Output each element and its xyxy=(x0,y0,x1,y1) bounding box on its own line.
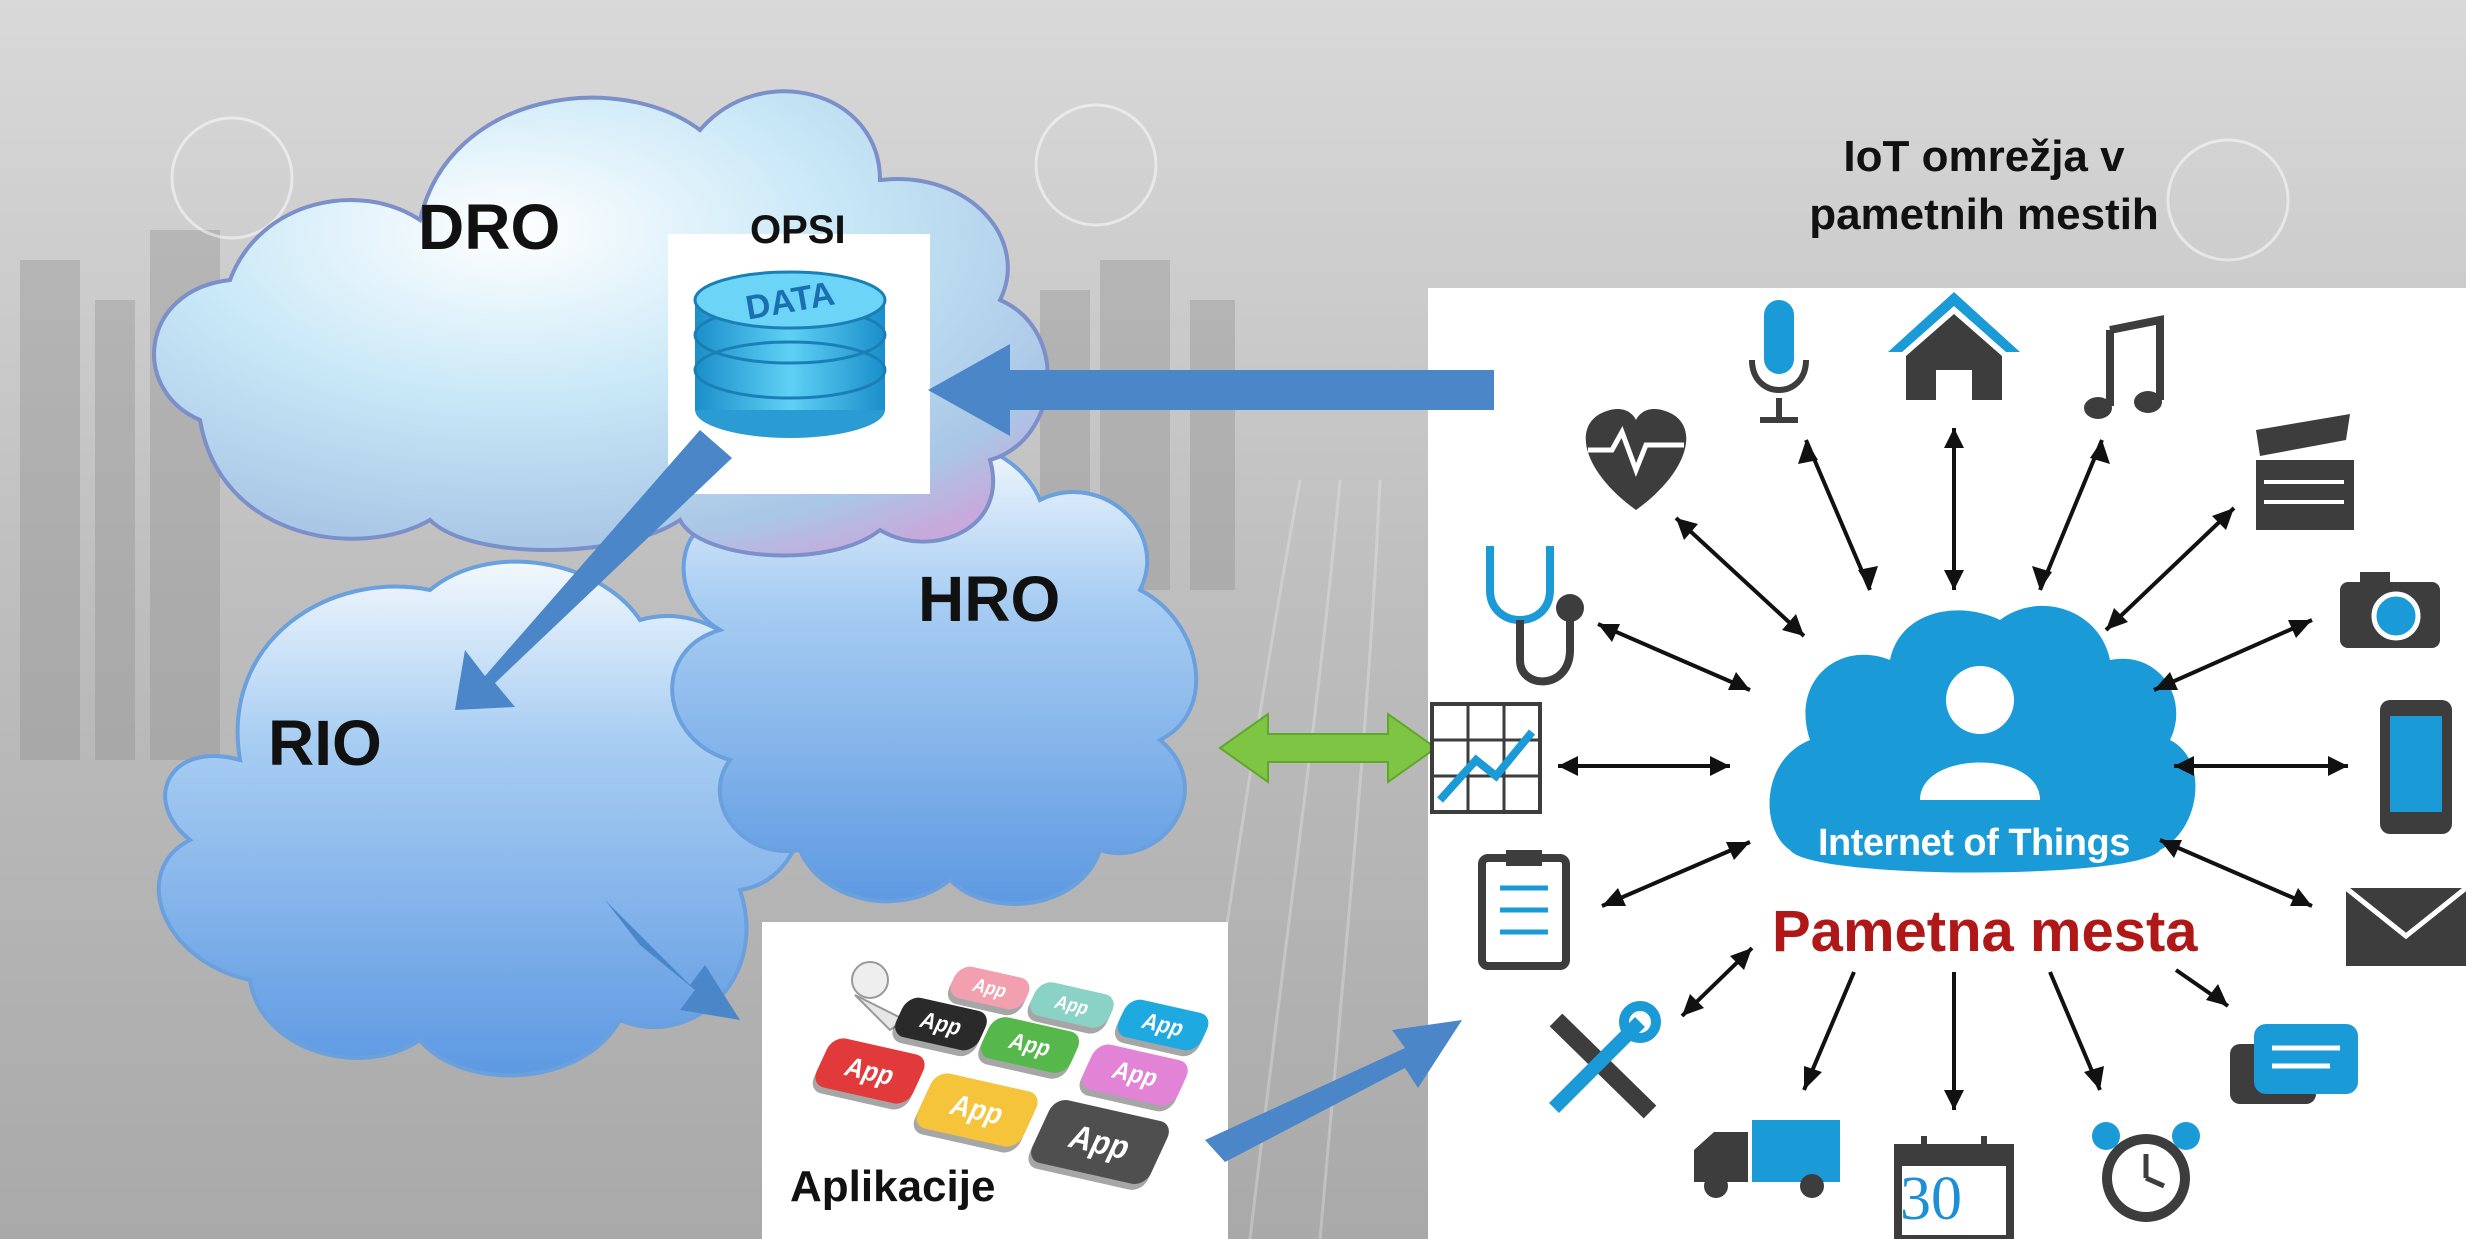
arrow-opsi-to-rio xyxy=(455,430,732,710)
arrow-iot-to-opsi xyxy=(928,344,1494,436)
envelope-icon xyxy=(2344,886,2466,966)
chat-icon xyxy=(2230,1024,2358,1104)
aplikacije-label: Aplikacije xyxy=(790,1162,996,1211)
clapperboard-icon xyxy=(2256,414,2354,530)
opsi-label: OPSI xyxy=(750,208,846,252)
camera-icon xyxy=(2340,572,2440,648)
rio-label: RIO xyxy=(268,707,382,779)
dro-label: DRO xyxy=(418,191,561,263)
calendar-icon xyxy=(1894,1136,2014,1239)
calendar-day-label: 30 xyxy=(1900,1165,1962,1233)
arrow-apps-to-iot xyxy=(1205,1020,1462,1162)
iot-title: IoT omrežja v pametnih mestih xyxy=(1809,132,2159,239)
alarm-clock-icon xyxy=(2092,1122,2200,1222)
bg-rings xyxy=(170,103,2290,262)
smartphone-icon xyxy=(2380,700,2452,834)
iot-cloud xyxy=(1769,605,2196,873)
tools-icon xyxy=(1549,1001,1661,1119)
home-icon xyxy=(1888,292,2020,400)
iot-cloud-label: Internet of Things xyxy=(1818,822,2130,864)
stethoscope-icon xyxy=(1486,546,1584,686)
clipboard-icon xyxy=(1478,850,1570,970)
arrow-rio-to-apps xyxy=(605,900,740,1020)
pametna-mesta-label: Pametna mesta xyxy=(1772,899,2198,964)
iot-arrowheads xyxy=(1558,428,2348,1110)
microphone-icon xyxy=(1749,300,1809,423)
heart-icon xyxy=(1585,408,1687,510)
person-icon xyxy=(1920,666,2040,800)
database-icon: DATA xyxy=(693,270,887,438)
flow-arrows xyxy=(455,344,1494,1162)
hro-label: HRO xyxy=(918,563,1061,635)
chart-icon xyxy=(1430,702,1542,814)
truck-icon xyxy=(1694,1120,1840,1198)
music-icon xyxy=(2084,315,2164,419)
